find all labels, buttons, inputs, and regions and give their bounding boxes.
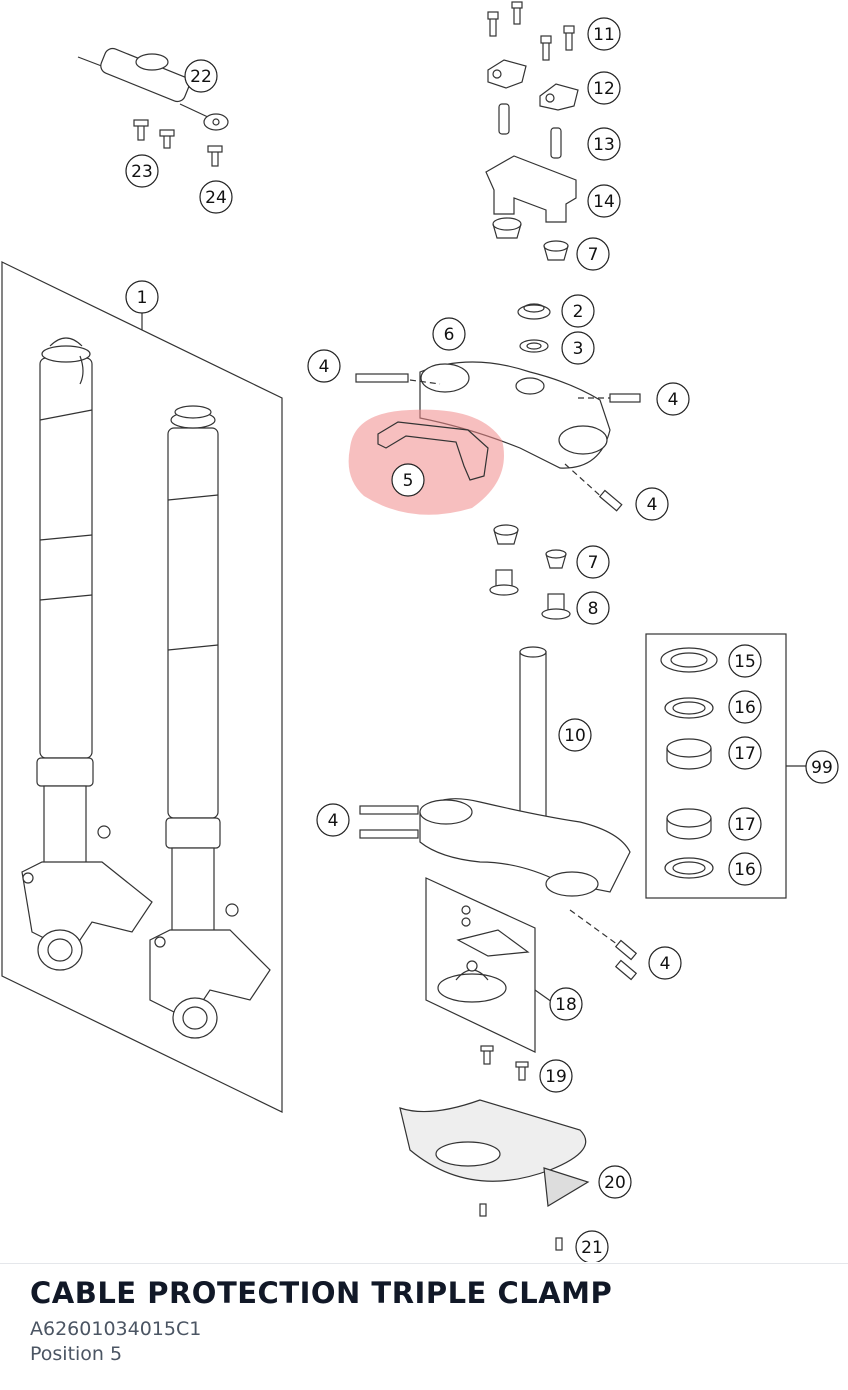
- callout-22: 22: [190, 67, 212, 87]
- callout-16b: 16: [734, 860, 756, 880]
- skid-plate-parts: [399, 1045, 590, 1251]
- highlighted-part-5: [348, 409, 504, 515]
- callout-13: 13: [593, 135, 615, 155]
- callout-4a: 4: [319, 357, 330, 377]
- callout-7b: 7: [588, 553, 599, 573]
- callout-19: 19: [545, 1067, 567, 1087]
- fork-leg-right: [149, 405, 271, 1039]
- callout-6: 6: [444, 325, 455, 345]
- callout-15: 15: [734, 652, 756, 672]
- callout-18: 18: [555, 995, 577, 1015]
- bracket-panel-18: [425, 877, 553, 1053]
- callout-21: 21: [581, 1238, 603, 1258]
- callout-16a: 16: [734, 698, 756, 718]
- callout-1: 1: [137, 288, 148, 308]
- steering-damper: [77, 47, 229, 131]
- exploded-parts-diagram: 1 2 3 4 4 4 4 4 4 5 6 7 7 8 10 11 12 13 …: [1, 1, 839, 1262]
- part-position: Position 5: [30, 1343, 123, 1365]
- footer-divider: [0, 1263, 848, 1264]
- callout-20: 20: [604, 1173, 626, 1193]
- callout-17a: 17: [734, 744, 756, 764]
- callout-11: 11: [593, 25, 615, 45]
- callout-2: 2: [573, 302, 584, 322]
- callout-23: 23: [131, 162, 153, 182]
- callout-17b: 17: [734, 815, 756, 835]
- lower-triple-clamp: [359, 646, 638, 981]
- part-number: A62601034015C1: [30, 1318, 202, 1340]
- callout-5: 5: [403, 471, 414, 491]
- fork-leg-left: [21, 337, 153, 971]
- callout-4e: 4: [660, 954, 671, 974]
- callout-7a: 7: [588, 245, 599, 265]
- callout-labels: 1 2 3 4 4 4 4 4 4 5 6 7 7 8 10 11 12 13 …: [125, 17, 839, 1262]
- callout-4b: 4: [668, 390, 679, 410]
- callout-4d: 4: [328, 811, 339, 831]
- damper-bolts: [133, 119, 223, 167]
- handlebar-clamp-parts: [485, 1, 579, 261]
- callout-4f: 4: [660, 954, 671, 974]
- bushings: [489, 524, 571, 620]
- part-title: CABLE PROTECTION TRIPLE CLAMP: [30, 1276, 613, 1310]
- callout-3: 3: [573, 339, 584, 359]
- callout-14: 14: [593, 192, 615, 212]
- callout-99: 99: [811, 758, 833, 778]
- fork-assembly-group: [1, 261, 283, 1113]
- callout-4c: 4: [647, 495, 658, 515]
- callout-10: 10: [564, 726, 586, 746]
- callout-12: 12: [593, 79, 615, 99]
- callout-24: 24: [205, 188, 227, 208]
- callout-8: 8: [588, 599, 599, 619]
- upper-triple-clamp: [355, 303, 641, 512]
- bearing-kit-99: [645, 633, 806, 899]
